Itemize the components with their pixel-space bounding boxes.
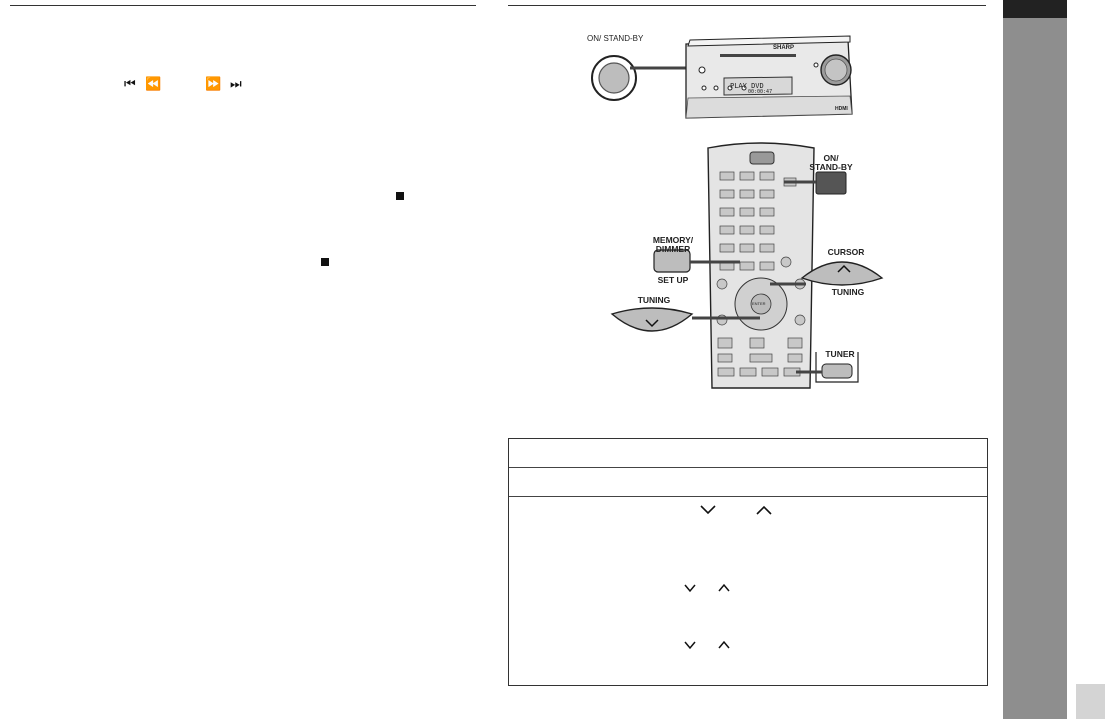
power-button-label: ON/ STAND-BY [587,34,644,43]
setup-label: SET UP [657,275,689,285]
memory-dimmer-label: MEMORY/ DIMMER [652,235,694,254]
chevron-up-icon [718,583,730,592]
tuner-label: TUNER [825,349,855,359]
chevron-down-icon [700,505,716,515]
unit-display-subtext: 00:00:47 [748,89,773,95]
table-row-divider [509,496,987,497]
hdmi-badge: HDMI [835,106,848,112]
skip-forward-icon: ⏭ [230,77,242,92]
unit-display-text: PLAY DVD [730,82,764,90]
skip-back-icon: ⏮ [124,77,136,92]
tuning-label-right: TUNING [831,287,865,297]
remote-on-standby-label: ON/ STAND-BY [809,153,853,172]
main-unit-illustration [591,35,853,119]
brand-logo: SHARP [773,45,795,51]
top-rule-right [508,5,986,6]
chevron-up-icon [718,640,730,649]
tuning-label-left: TUNING [637,295,671,305]
chevron-down-icon [684,641,696,650]
enter-label: ENTER [752,301,766,306]
rewind-icon: ⏪ [145,77,161,92]
top-rule-left [10,5,476,6]
info-table [508,438,988,686]
cursor-label: CURSOR [827,247,865,257]
page-corner-marker [1076,684,1105,719]
stop-icon [396,192,404,200]
table-row-divider [509,467,987,468]
fast-forward-icon: ⏩ [205,77,221,92]
side-section-tab-header [1003,0,1067,18]
chevron-down-icon [684,584,696,593]
remote-control-illustration [610,142,884,389]
chevron-up-icon [756,505,772,515]
side-section-tab [1003,0,1067,719]
stop-icon [321,258,329,266]
